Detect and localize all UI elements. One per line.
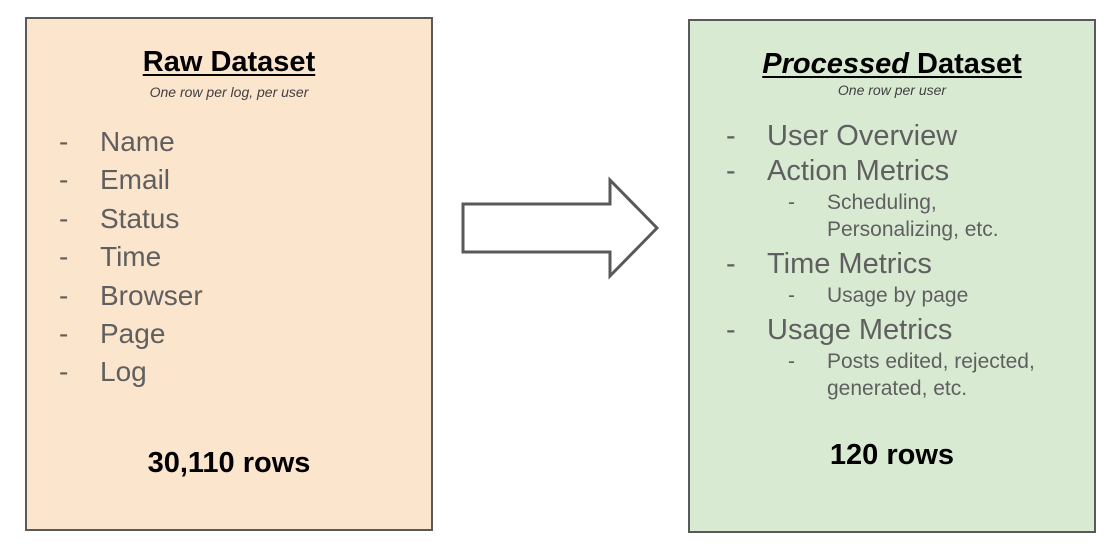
raw-field-list: -Name -Email -Status -Time -Browser -Pag… [59,123,203,392]
raw-field-item: -Email [59,161,203,199]
section-detail-item: Personalizing, etc. [726,216,1035,243]
section-label: Action Metrics [767,155,950,187]
raw-field-label: Status [100,202,180,234]
section-detail-text: Usage by page [827,284,969,307]
raw-field-label: Time [100,241,162,273]
section-detail-text: Personalizing, etc. [827,218,999,241]
list-dash: - [788,350,795,373]
raw-field-label: Email [100,164,171,196]
raw-field-label: Name [100,126,175,157]
raw-dataset-box: Raw Dataset One row per log, per user -N… [25,17,433,531]
list-dash: - [59,317,69,349]
section-detail-text: Posts edited, rejected, [827,350,1035,373]
list-dash: - [788,191,795,214]
list-dash: - [59,202,69,234]
section-detail-item: - Scheduling, [726,189,1035,216]
raw-row-count: 30,110 rows [147,447,311,479]
raw-field-item: -Time [59,238,203,276]
section-label: Time Metrics [767,248,932,280]
section-item-user-overview: -User Overview [726,119,1035,154]
processed-row-count: 120 rows [829,439,955,471]
list-dash: - [59,279,69,311]
raw-field-item: -Page [59,315,203,353]
processed-title-emphasis: Processed [762,48,909,80]
raw-field-item: -Log [59,353,203,391]
processed-title-rest: Dataset [908,48,1022,80]
section-label: Usage Metrics [767,314,953,346]
raw-field-item: -Status [59,200,203,238]
raw-field-label: Browser [100,279,203,311]
list-dash: - [726,155,736,187]
processed-dataset-box: Processed Dataset One row per user -User… [688,19,1096,533]
processed-dataset-subtitle: One row per user [837,82,947,98]
raw-field-label: Log [100,356,147,388]
raw-dataset-subtitle: One row per log, per user [149,84,309,100]
section-item-time-metrics: -Time Metrics [726,247,1035,282]
section-detail-text: generated, etc. [827,377,968,400]
list-dash: - [788,284,795,307]
list-dash: - [726,314,736,346]
processed-dataset-title: Processed Dataset [690,48,1094,81]
section-item-usage-metrics: -Usage Metrics [726,313,1035,348]
raw-field-item: -Name [59,123,203,161]
list-dash: - [59,241,69,273]
list-dash: - [59,126,69,157]
raw-field-item: -Browser [59,277,203,315]
section-detail-item: - Usage by page [726,282,1035,309]
section-detail-item: - Posts edited, rejected, [726,348,1035,375]
list-dash: - [59,356,69,388]
list-dash: - [726,248,736,280]
raw-field-label: Page [100,317,166,349]
section-label: User Overview [767,120,958,152]
raw-dataset-title: Raw Dataset [142,46,316,78]
section-detail-text: Scheduling, [827,191,937,214]
processed-section-list: -User Overview -Action Metrics -Scheduli… [726,119,1035,402]
list-dash: - [59,164,69,196]
list-dash: - [726,120,736,152]
section-detail-item: generated, etc. [726,375,1035,402]
section-item-action-metrics: -Action Metrics [726,154,1035,189]
